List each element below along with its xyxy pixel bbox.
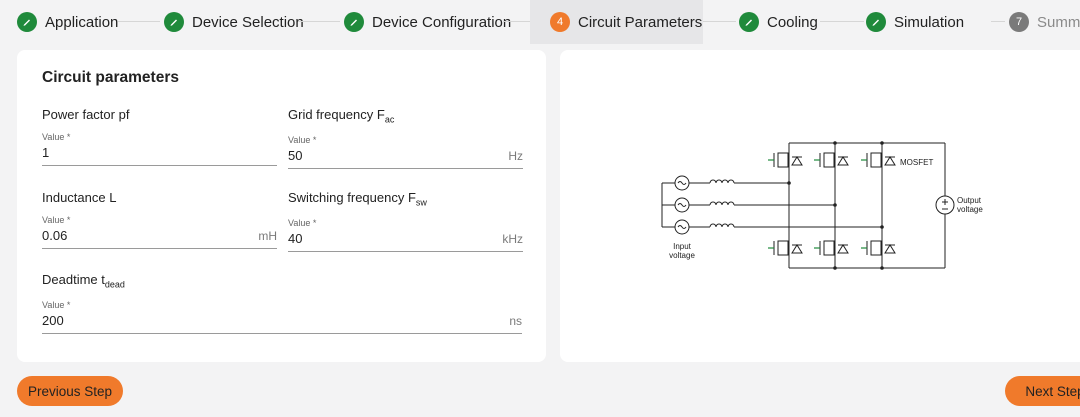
step-application[interactable]: Application: [17, 0, 118, 44]
step-connector: [503, 21, 530, 22]
step-label: Circuit Parameters: [578, 13, 703, 31]
switching-frequency-field: Switching frequency Fsw Value * 40 kHz: [288, 190, 523, 252]
check-icon: [739, 12, 759, 32]
value-caption: Value *: [42, 299, 71, 310]
input-unit: kHz: [502, 231, 523, 246]
step-device-configuration[interactable]: Device Configuration: [344, 0, 511, 44]
input-unit: mH: [258, 229, 277, 243]
field-label: Switching frequency Fsw: [288, 190, 523, 208]
input-value: 50: [288, 147, 303, 163]
input-unit: ns: [509, 313, 522, 328]
deadtime-input[interactable]: 200 ns: [42, 311, 522, 334]
value-caption: Value *: [42, 215, 71, 225]
field-label-text: Switching frequency F: [288, 190, 416, 205]
field-label: Inductance L: [42, 190, 117, 205]
input-value: 0.06: [42, 228, 68, 243]
step-simulation[interactable]: Simulation: [866, 0, 964, 44]
stepper: Application Device Selection Device Conf…: [0, 0, 1080, 44]
field-label-sub: sw: [415, 197, 427, 208]
circuit-parameters-card: Circuit parameters Power factor pf Value…: [17, 50, 546, 362]
input-value: 200: [42, 312, 64, 328]
step-label: Cooling: [767, 13, 818, 31]
next-step-button[interactable]: Next Step: [1005, 376, 1080, 406]
step-label: Simulation: [894, 13, 965, 31]
step-connector: [991, 21, 1005, 22]
field-label: Deadtime tdead: [42, 272, 522, 290]
step-connector: [298, 21, 340, 22]
card-title: Circuit parameters: [42, 69, 179, 86]
field-label: Grid frequency Fac: [288, 107, 523, 125]
deadtime-field: Deadtime tdead Value * 200 ns: [42, 272, 522, 334]
check-icon: [866, 12, 886, 32]
step-cooling[interactable]: Cooling: [739, 0, 818, 44]
inductance-input[interactable]: 0.06 mH: [42, 226, 277, 249]
step-label: Application: [45, 13, 119, 31]
inductance-field: Inductance L Value * 0.06 mH: [42, 190, 277, 249]
step-connector: [703, 21, 736, 22]
value-caption: Value *: [288, 134, 317, 145]
field-label-sub: dead: [104, 279, 125, 290]
value-caption: Value *: [288, 217, 317, 228]
output-voltage-label-1: Output: [957, 196, 982, 205]
input-voltage-label-2: voltage: [669, 251, 695, 260]
value-caption: Value *: [42, 132, 71, 142]
check-icon: [164, 12, 184, 32]
mosfet-label: MOSFET: [900, 158, 933, 167]
input-unit: Hz: [508, 148, 523, 163]
output-voltage-label-2: voltage: [957, 205, 983, 214]
check-icon: [344, 12, 364, 32]
switching-frequency-input[interactable]: 40 kHz: [288, 229, 523, 252]
step-number-icon: 7: [1009, 12, 1029, 32]
grid-frequency-input[interactable]: 50 Hz: [288, 146, 523, 169]
input-voltage-label-1: Input: [673, 242, 692, 251]
step-label: Device Selection: [192, 13, 304, 31]
step-connector: [118, 21, 160, 22]
step-label: Device Configuration: [372, 13, 512, 31]
power-factor-field: Power factor pf Value * 1: [42, 107, 277, 166]
field-label-text: Deadtime t: [42, 272, 105, 287]
step-circuit-parameters[interactable]: 4 Circuit Parameters: [530, 0, 703, 44]
step-number-icon: 4: [550, 12, 570, 32]
step-label: Summar: [1037, 13, 1080, 31]
input-value: 40: [288, 230, 303, 246]
inverter-circuit-diagram: MOSFET Input voltage Output voltage: [661, 141, 983, 270]
field-label-text: Grid frequency F: [288, 107, 385, 122]
step-connector: [820, 21, 864, 22]
field-label-sub: ac: [384, 114, 395, 125]
grid-frequency-field: Grid frequency Fac Value * 50 Hz: [288, 107, 523, 169]
field-label: Power factor pf: [42, 107, 130, 122]
previous-step-button[interactable]: Previous Step: [17, 376, 123, 406]
step-summary[interactable]: 7 Summar: [1009, 0, 1080, 44]
power-factor-input[interactable]: 1: [42, 143, 277, 166]
input-value: 1: [42, 145, 50, 160]
check-icon: [17, 12, 37, 32]
circuit-diagram-card: MOSFET Input voltage Output voltage: [560, 50, 1080, 362]
step-device-selection[interactable]: Device Selection: [164, 0, 304, 44]
